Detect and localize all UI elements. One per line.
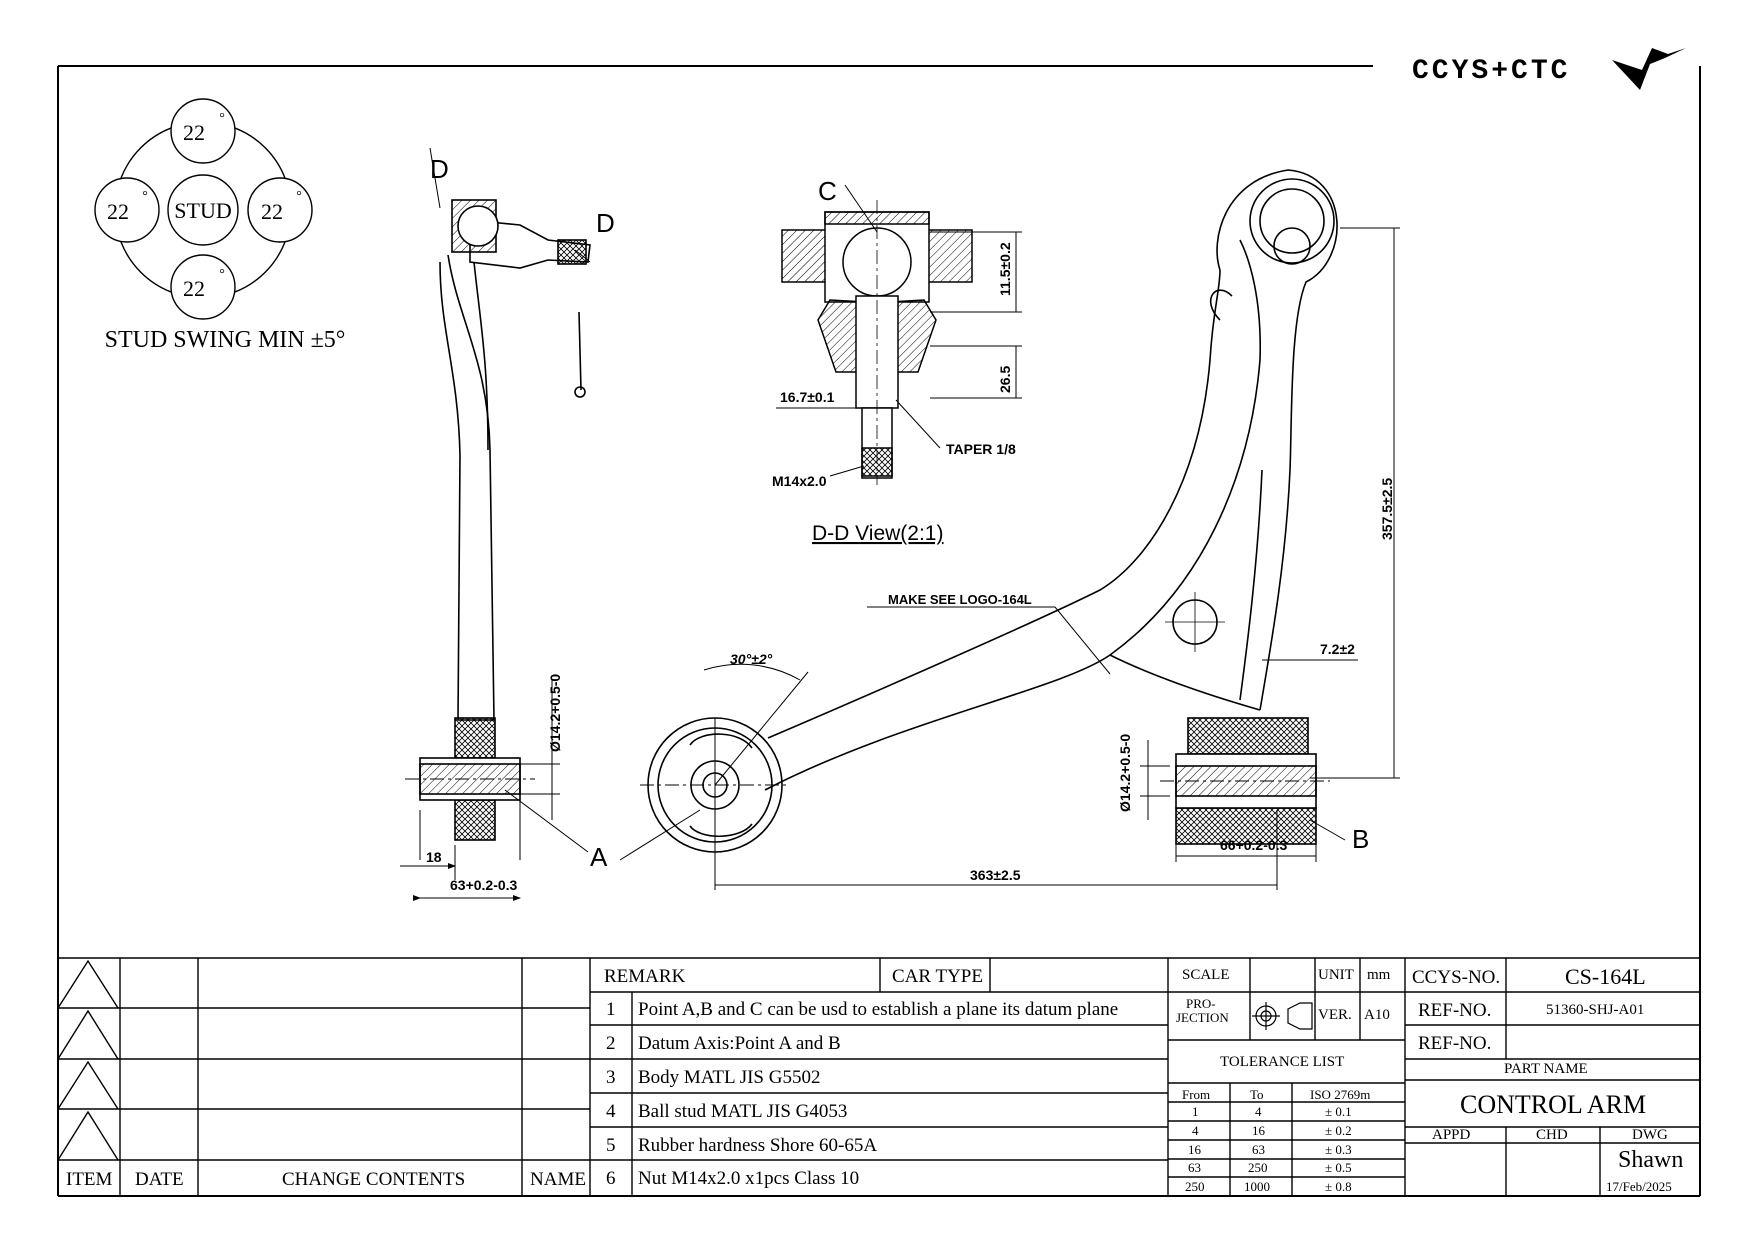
- point-a-label: A: [590, 842, 608, 872]
- ver-value: A10: [1364, 1007, 1390, 1023]
- logo-note: MAKE SEE LOGO-164L: [888, 592, 1032, 607]
- tolerance-to: 1000: [1244, 1179, 1270, 1194]
- rev-header-item: ITEM: [66, 1169, 113, 1190]
- part-name-value: CONTROL ARM: [1460, 1090, 1647, 1119]
- dim-357-5: 357.5±2.5: [1379, 478, 1395, 540]
- degree-mark: °: [219, 267, 225, 282]
- remark-text: Ball stud MATL JIS G4053: [638, 1101, 848, 1122]
- title-block-grid: [57, 957, 1700, 1196]
- dim-26-5: 26.5: [997, 366, 1013, 393]
- degree-mark: °: [219, 111, 225, 126]
- tolerance-from: 63: [1188, 1160, 1201, 1175]
- tolerance-value: ± 0.5: [1325, 1160, 1352, 1175]
- tolerance-to: 63: [1252, 1142, 1265, 1157]
- tolerance-value: ± 0.2: [1325, 1123, 1352, 1138]
- dim-7-2: 7.2±2: [1320, 641, 1355, 657]
- dim-bush-dia-a: Ø14.2+0.5-0: [547, 674, 563, 752]
- rev-header-name: NAME: [530, 1169, 586, 1190]
- tolerance-title: TOLERANCE LIST: [1220, 1054, 1345, 1070]
- ccys-no-label: CCYS-NO.: [1412, 967, 1501, 988]
- car-type-label: CAR TYPE: [892, 966, 983, 987]
- remark-no: 2: [606, 1033, 616, 1054]
- dim-66: 66+0.2-0.3: [1220, 837, 1288, 853]
- degree-mark: °: [296, 189, 302, 204]
- tolerance-value: ± 0.1: [1325, 1104, 1352, 1119]
- scale-label: SCALE: [1182, 967, 1230, 983]
- remark-no: 6: [606, 1168, 616, 1189]
- section-d-label: D: [596, 208, 615, 238]
- tolerance-value: ± 0.8: [1325, 1179, 1352, 1194]
- section-dd-view: [781, 200, 973, 485]
- front-view-dims: [619, 227, 1400, 890]
- dim-363: 363±2.5: [970, 867, 1021, 883]
- ccys-no-value: CS-164L: [1565, 964, 1646, 989]
- tolerance-from: 16: [1188, 1142, 1201, 1157]
- rev-header-change-contents: CHANGE CONTENTS: [282, 1169, 466, 1190]
- dim-bush-dia-b: Ø14.2+0.5-0: [1117, 734, 1133, 812]
- section-c-label: C: [818, 176, 837, 206]
- point-b-label: B: [1352, 824, 1369, 854]
- dim-taper: TAPER 1/8: [946, 441, 1016, 457]
- remark-text: Body MATL JIS G5502: [638, 1067, 821, 1088]
- swing-angle-right: 22: [261, 199, 283, 224]
- drawn-by: Shawn: [1618, 1147, 1684, 1173]
- degree-mark: °: [142, 189, 148, 204]
- dim-18: 18: [426, 849, 442, 865]
- remark-no: 3: [606, 1067, 616, 1088]
- stud-label: STUD: [174, 198, 231, 223]
- unit-label: UNIT: [1318, 967, 1354, 983]
- rev-header-date: DATE: [135, 1169, 184, 1190]
- remark-text: Nut M14x2.0 x1pcs Class 10: [638, 1168, 860, 1189]
- dim-30deg: 30°±2°: [730, 651, 773, 667]
- section-d-label: D: [430, 154, 449, 184]
- tolerance-value: ± 0.3: [1325, 1142, 1352, 1157]
- unit-value: mm: [1367, 967, 1391, 983]
- ref-no-label: REF-NO.: [1418, 1000, 1492, 1021]
- chd-label: CHD: [1536, 1127, 1568, 1143]
- swing-angle-left: 22: [107, 199, 129, 224]
- dim-63: 63+0.2-0.3: [450, 877, 518, 893]
- logo-text: CCYS+CTC: [1412, 56, 1570, 87]
- tolerance-header-to: To: [1250, 1087, 1264, 1102]
- tolerance-to: 16: [1252, 1123, 1265, 1138]
- ref-no-label-2: REF-NO.: [1418, 1033, 1492, 1054]
- stud-swing-diagram: [94, 98, 313, 320]
- side-view: [405, 199, 591, 841]
- part-name-label: PART NAME: [1504, 1061, 1588, 1077]
- drawing-date: 17/Feb/2025: [1606, 1179, 1672, 1194]
- remark-text: Point A,B and C can be usd to establish …: [638, 999, 1119, 1020]
- swing-angle-top: 22: [183, 120, 205, 145]
- tolerance-from: 4: [1192, 1123, 1199, 1138]
- ref-no-value: 51360-SHJ-A01: [1546, 1002, 1645, 1018]
- side-view-dims: [400, 147, 591, 901]
- dim-11-5: 11.5±0.2: [997, 242, 1013, 296]
- projection-symbol-icon: [1252, 1002, 1313, 1030]
- remark-no: 4: [606, 1101, 616, 1122]
- dwg-label: DWG: [1632, 1127, 1668, 1143]
- company-logo: CCYS+CTC: [1412, 48, 1686, 90]
- appd-label: APPD: [1432, 1127, 1471, 1143]
- projection-label: JECTION: [1176, 1010, 1229, 1025]
- section-dd-dims: [776, 184, 1022, 477]
- stud-swing-caption: STUD SWING MIN ±5°: [105, 327, 346, 353]
- ver-label: VER.: [1318, 1007, 1352, 1023]
- remark-no: 5: [606, 1135, 616, 1156]
- remark-no: 1: [606, 999, 616, 1020]
- remark-text: Datum Axis:Point A and B: [638, 1033, 841, 1054]
- tolerance-header-iso: ISO 2769m: [1310, 1087, 1371, 1102]
- section-view-title: D-D View(2:1): [812, 522, 943, 545]
- logo-mark-icon: [1612, 48, 1686, 90]
- dim-thread: M14x2.0: [772, 473, 827, 489]
- tolerance-from: 1: [1192, 1104, 1199, 1119]
- remark-header: REMARK: [604, 966, 686, 987]
- dim-16-7: 16.7±0.1: [780, 389, 835, 405]
- tolerance-from: 250: [1185, 1179, 1205, 1194]
- remark-text: Rubber hardness Shore 60-65A: [638, 1135, 878, 1156]
- tolerance-header-from: From: [1182, 1087, 1211, 1102]
- swing-angle-bottom: 22: [183, 276, 205, 301]
- tolerance-to: 250: [1248, 1160, 1268, 1175]
- projection-label: PRO-: [1186, 996, 1216, 1011]
- tolerance-to: 4: [1255, 1104, 1262, 1119]
